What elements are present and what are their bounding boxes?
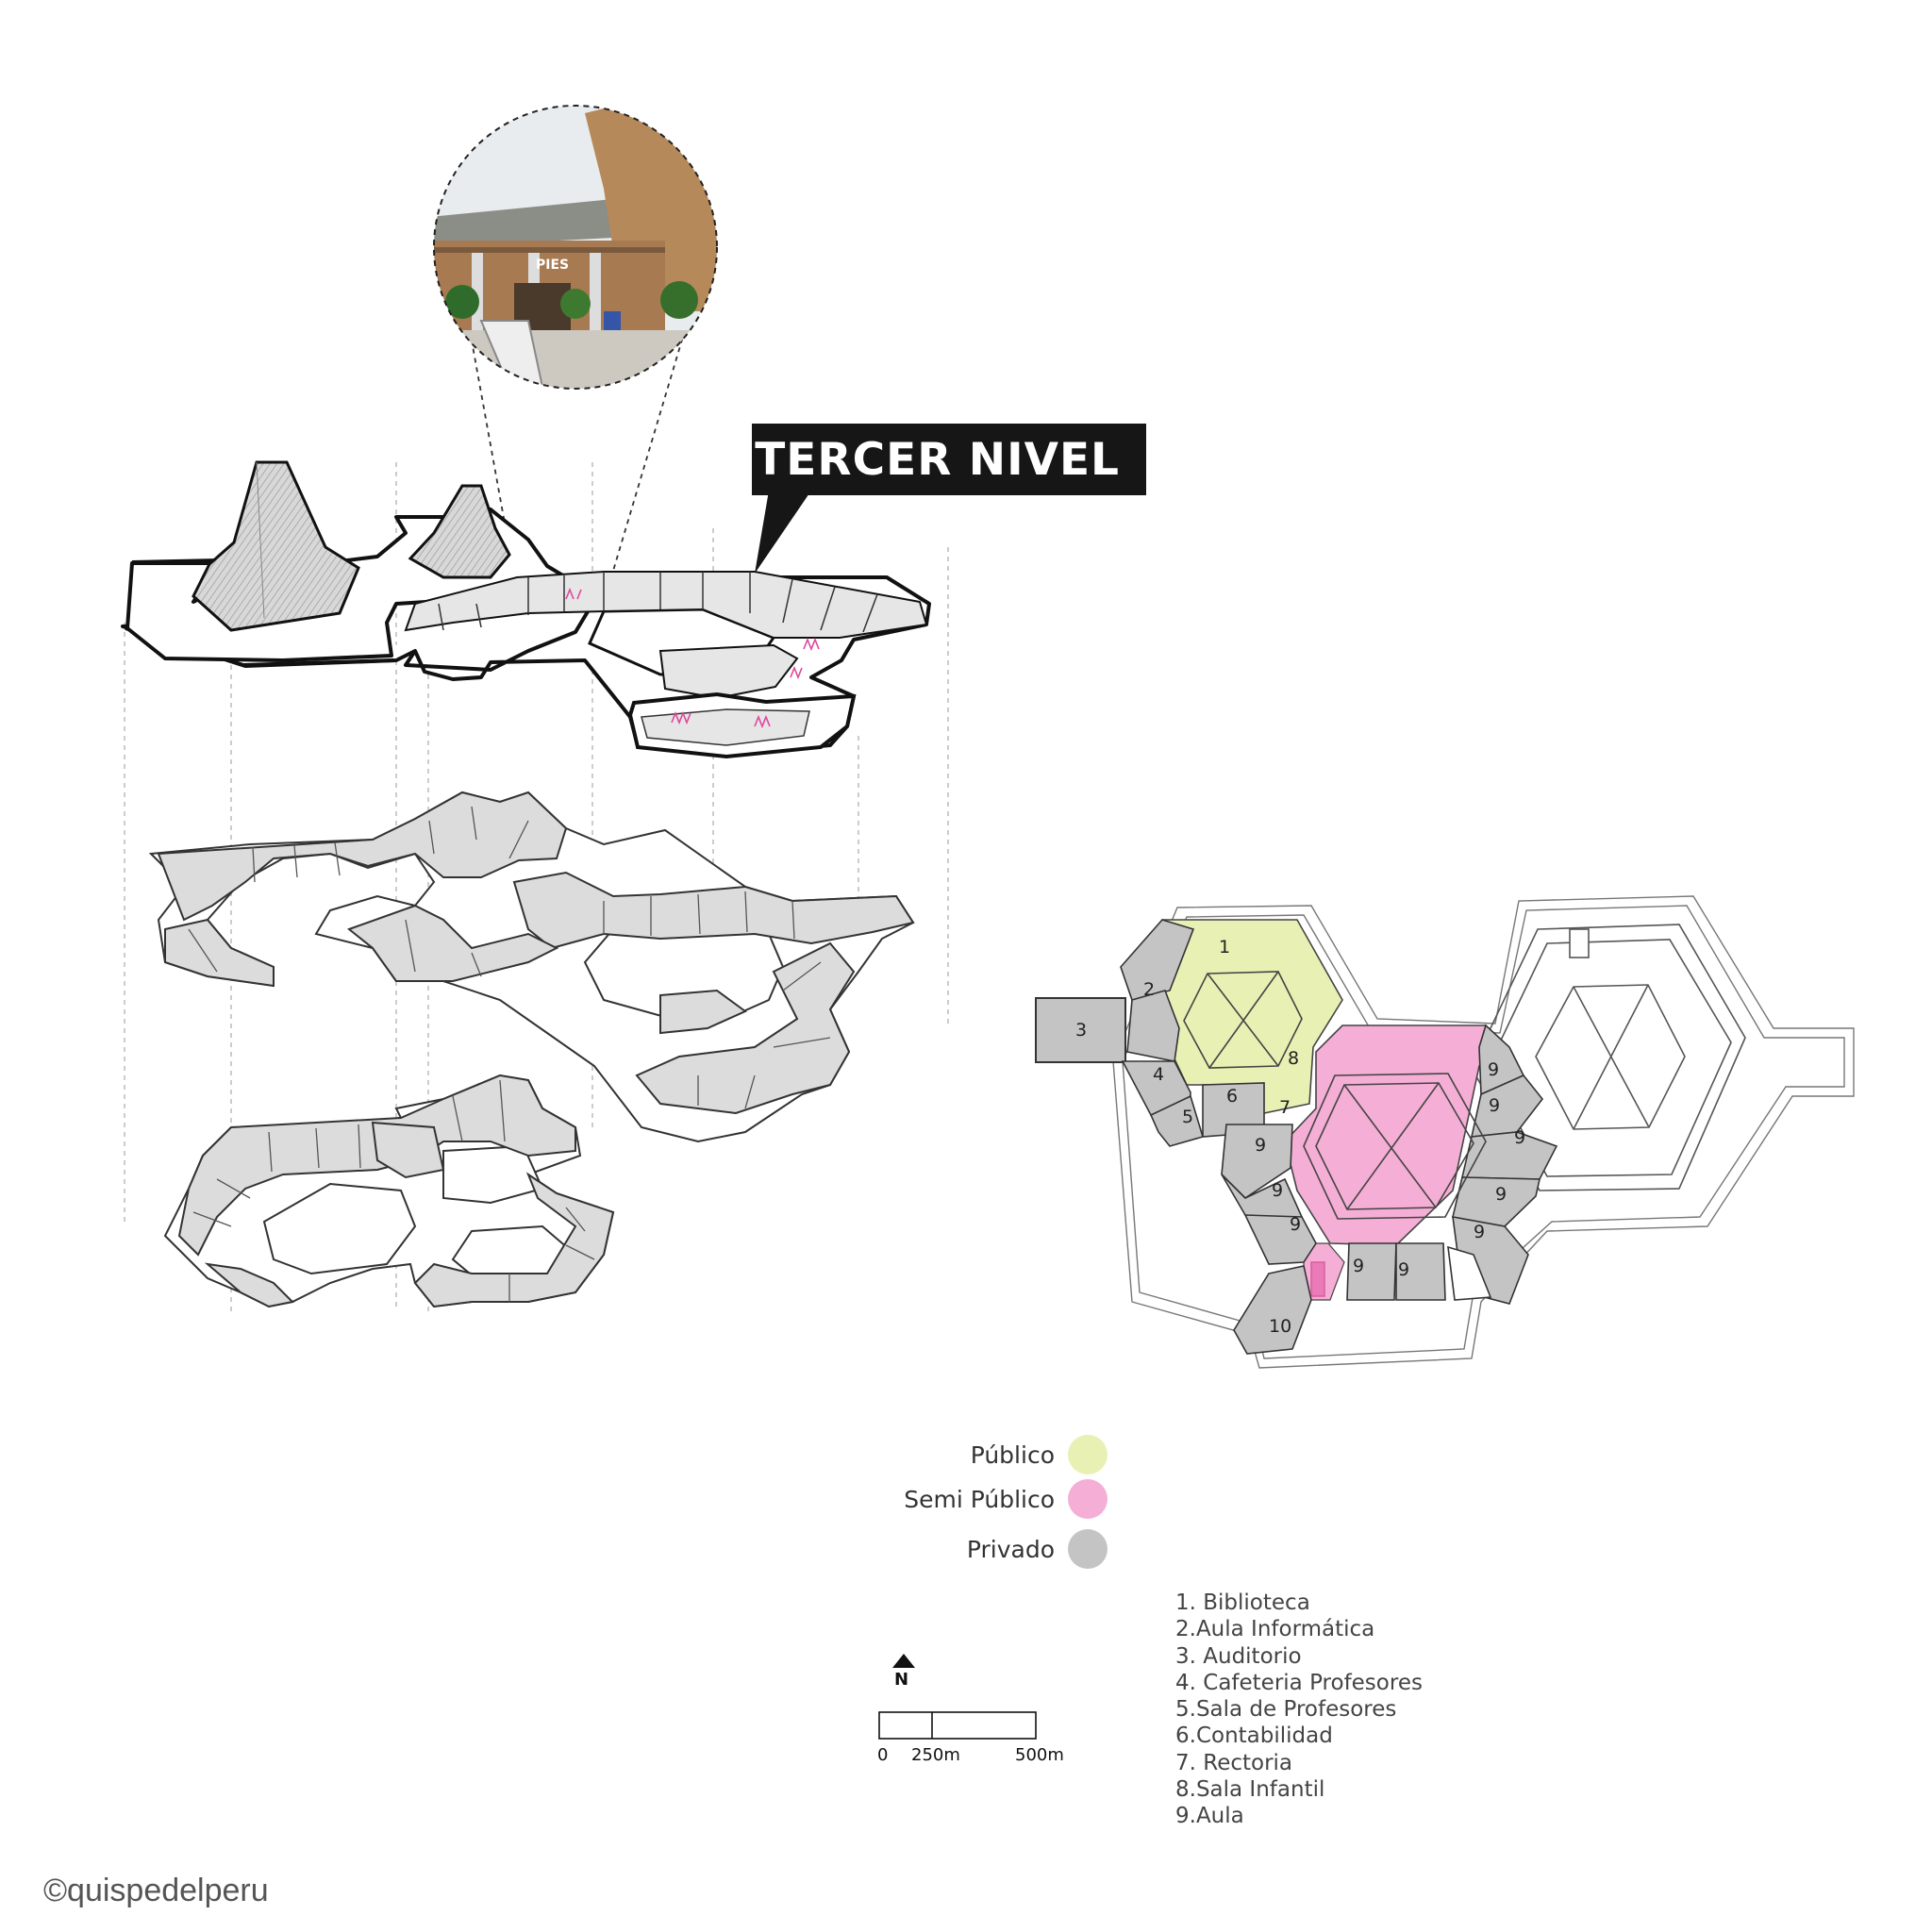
scale-tick-500: 500m (1015, 1745, 1064, 1765)
north-label: N (894, 1670, 909, 1690)
plan-label-1: 1 (1219, 937, 1230, 958)
plan-label-6: 6 (1226, 1086, 1238, 1107)
plan-label-9: 9 (1290, 1214, 1301, 1235)
large-pyramid-roof (192, 460, 360, 632)
plan-label-9: 9 (1255, 1135, 1266, 1156)
entrance-photo: PIES (434, 106, 717, 389)
plan-label-9: 9 (1495, 1184, 1507, 1205)
magnifier-circle (433, 105, 718, 390)
room-list-item: 2.Aula Informática (1175, 1617, 1375, 1642)
third-level-plate (121, 460, 931, 759)
room-list: 1. Biblioteca 2.Aula Informática 3. Audi… (1175, 1590, 1423, 1830)
second-level-plate (148, 791, 915, 1143)
level-title: TERCER NIVEL (752, 424, 1146, 495)
plan-label-9: 9 (1488, 1059, 1499, 1080)
scale-bar (878, 1711, 1037, 1740)
plan-label-9: 9 (1489, 1095, 1500, 1116)
plan-label-9: 9 (1474, 1222, 1485, 1242)
room-list-item: 8.Sala Infantil (1175, 1777, 1325, 1803)
plan-room-3 (1035, 997, 1126, 1063)
title-pointer (755, 491, 811, 574)
plan-label-9: 9 (1514, 1127, 1525, 1148)
stair-marks (565, 587, 820, 729)
legend-swatch-privado (1068, 1529, 1108, 1569)
plan-label-9: 9 (1272, 1180, 1283, 1201)
room-list-item: 4. Cafeteria Profesores (1175, 1670, 1423, 1695)
plan-label-9: 9 (1353, 1256, 1364, 1276)
credit-watermark: ©quispedelperu (43, 1873, 269, 1908)
legend-label-semi-publico: Semi Público (904, 1486, 1055, 1513)
room-list-item: 5.Sala de Profesores (1175, 1697, 1397, 1723)
room-list-item: 7. Rectoria (1175, 1750, 1293, 1775)
plan-label-8: 8 (1288, 1048, 1299, 1069)
plan-label-10: 10 (1269, 1316, 1291, 1337)
room-list-item: 3. Auditorio (1175, 1643, 1302, 1669)
plan-label-3: 3 (1075, 1020, 1087, 1041)
plan-private-rooms (1120, 919, 1558, 1355)
photo-sign: PIES (536, 258, 569, 273)
first-level-plate (163, 1074, 615, 1308)
legend-label-privado: Privado (966, 1536, 1055, 1563)
north-arrow-icon (892, 1654, 915, 1668)
room-list-item: 9.Aula (1175, 1804, 1244, 1829)
legend-swatch-semi-publico (1068, 1479, 1108, 1519)
plan-label-7: 7 (1279, 1097, 1291, 1118)
legend-swatch-publico (1068, 1435, 1108, 1474)
room-list-item: 6.Contabilidad (1175, 1724, 1333, 1749)
plan-label-9: 9 (1398, 1259, 1409, 1280)
room-list-item: 1. Biblioteca (1175, 1591, 1310, 1615)
small-pyramid-roof (408, 484, 511, 579)
plan-label-2: 2 (1143, 979, 1155, 1000)
plan-label-5: 5 (1182, 1107, 1193, 1127)
floor-plan: 1 2 3 4 5 6 7 8 9 9 9 9 9 9 9 9 9 9 10 (1035, 895, 1855, 1369)
scale-tick-250: 250m (911, 1745, 960, 1765)
plan-room-numbers: 1 2 3 4 5 6 7 8 9 9 9 9 9 9 9 9 9 9 10 (1075, 937, 1525, 1337)
plan-label-4: 4 (1153, 1064, 1164, 1085)
legend-label-publico: Público (970, 1441, 1055, 1469)
scale-tick-0: 0 (877, 1745, 889, 1765)
